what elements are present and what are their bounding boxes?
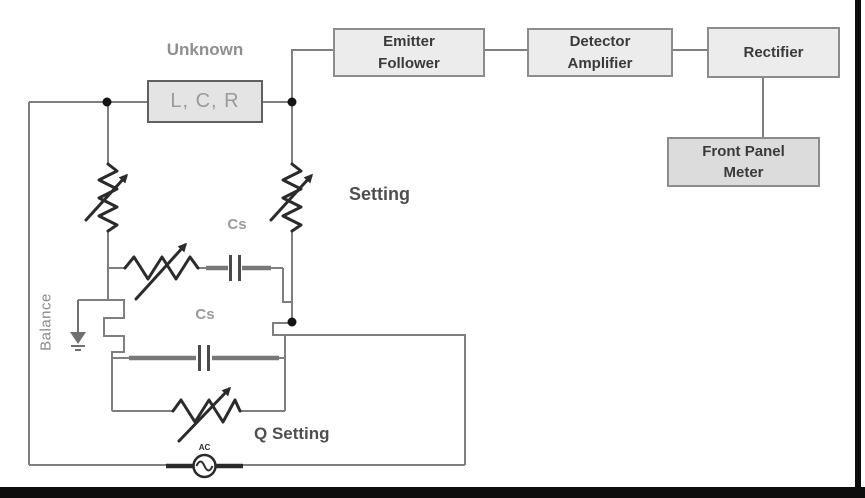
- wire-left-selector-staircase: [78, 268, 125, 411]
- q-setting-label: Q Setting: [254, 424, 330, 443]
- wire-node-to-emitter-follower: [291, 49, 333, 102]
- unknown-lcr-box-label: L, C, R: [170, 90, 240, 113]
- q-setting-resistor-zigzag: [171, 398, 242, 424]
- wire-branch-a-right-jog: [270, 267, 292, 303]
- frame-bottom-edge: [0, 487, 865, 498]
- cs-upper-label: Cs: [227, 216, 247, 233]
- junction-dot-tap: [287, 317, 297, 327]
- balance-label: Balance: [37, 293, 55, 351]
- ac-source-label: AC: [198, 443, 211, 452]
- setting-resistor-right-zigzag: [281, 162, 303, 233]
- junction-dot-left: [102, 97, 112, 107]
- block-emitter-follower-line1: Emitter: [383, 33, 435, 51]
- wire-right-return-loop: [272, 322, 466, 465]
- unknown-lcr-box: L, C, R: [147, 80, 263, 123]
- ground-arrowhead: [70, 332, 86, 344]
- unknown-label: Unknown: [166, 40, 244, 59]
- block-front-panel-meter-line1: Front Panel: [702, 142, 785, 160]
- wires: [28, 49, 764, 466]
- junction-dots: [102, 97, 297, 327]
- cs-lower-capacitor-plates: [198, 345, 210, 371]
- ac-source-sine: [195, 460, 214, 472]
- cs-lower-label: Cs: [195, 306, 215, 323]
- q-setting-resistor-arrow: [177, 386, 232, 443]
- frame-right-edge: [855, 0, 861, 498]
- balance-resistor-left-zigzag: [97, 162, 119, 233]
- junction-dot-right: [287, 97, 297, 107]
- block-detector-amplifier-line1: Detector: [569, 33, 631, 51]
- block-detector-amplifier: Detector Amplifier: [527, 28, 673, 77]
- block-rectifier-line1: Rectifier: [743, 43, 804, 61]
- series-resistor-arrow: [134, 242, 188, 301]
- block-emitter-follower-line2: Follower: [378, 54, 440, 72]
- series-resistor-zigzag: [123, 255, 200, 281]
- cs-upper-capacitor-plates: [229, 255, 241, 281]
- ground-ticks: [71, 345, 85, 351]
- block-detector-amplifier-line2: Amplifier: [567, 54, 633, 72]
- block-front-panel-meter: Front Panel Meter: [667, 137, 820, 187]
- ground-symbol: [70, 300, 86, 351]
- resistors: [84, 162, 314, 443]
- setting-resistor-right-arrow: [269, 173, 314, 222]
- ac-source: [166, 453, 243, 479]
- block-emitter-follower: Emitter Follower: [333, 28, 485, 77]
- capacitors: [129, 255, 279, 371]
- block-rectifier: Rectifier: [707, 27, 840, 78]
- balance-resistor-left-arrow: [84, 173, 129, 222]
- setting-label: Setting: [349, 184, 410, 204]
- block-front-panel-meter-line2: Meter: [723, 164, 764, 181]
